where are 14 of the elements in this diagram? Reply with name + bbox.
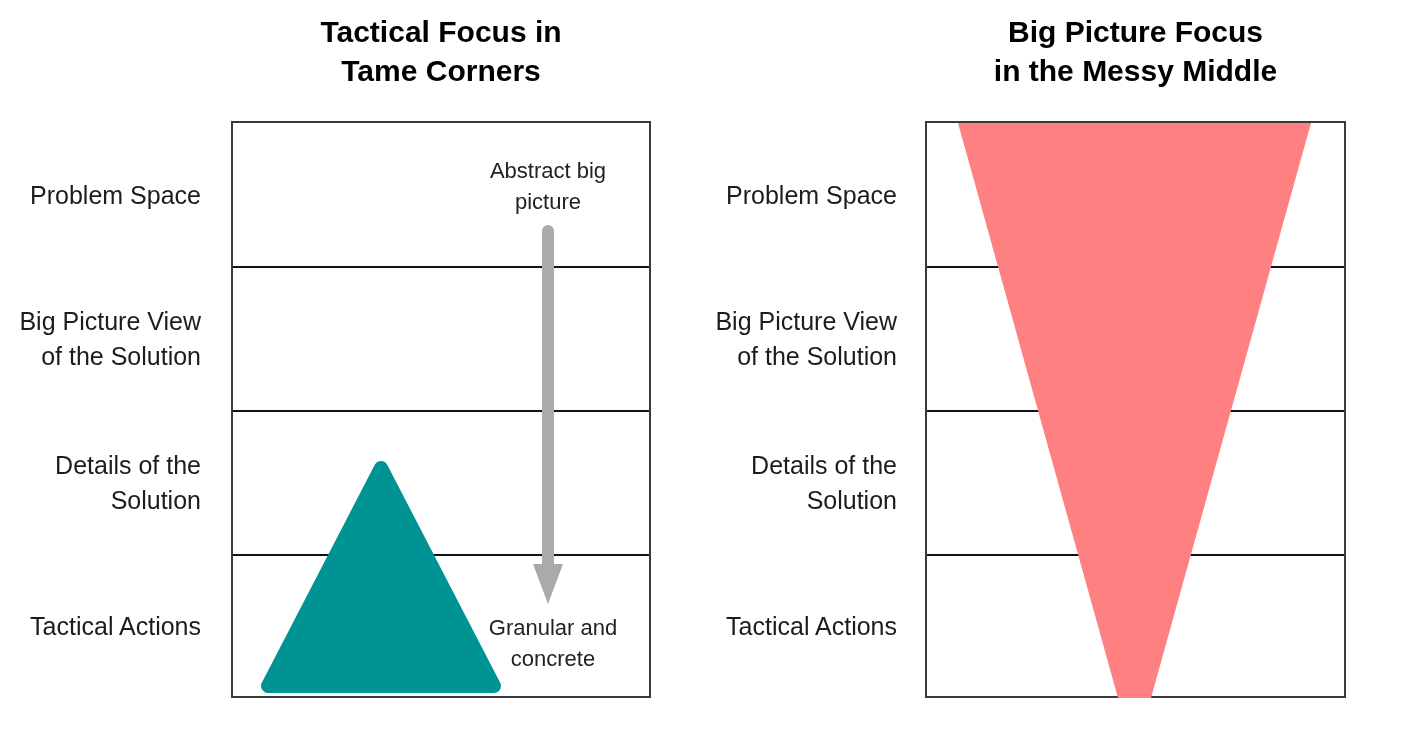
- panel-title: Big Picture Focus in the Messy Middle: [992, 14, 1279, 89]
- annotation-text: Abstract big picture: [478, 155, 618, 217]
- panel-title: Tactical Focus in Tame Corners: [319, 14, 563, 89]
- arrow: [533, 225, 563, 604]
- row-label: Big Picture View of the Solution: [18, 306, 201, 372]
- row-label: Details of the Solution: [54, 450, 201, 516]
- row-label: Big Picture View of the Solution: [714, 306, 897, 372]
- row-label: Problem Space: [726, 179, 897, 211]
- row-label: Tactical Actions: [30, 610, 201, 642]
- row-label: Problem Space: [30, 179, 201, 211]
- inverted-triangle-shape: [958, 123, 1311, 698]
- row-label: Tactical Actions: [726, 610, 897, 642]
- row-label: Details of the Solution: [750, 450, 897, 516]
- annotation-text: Granular and concrete: [478, 612, 628, 674]
